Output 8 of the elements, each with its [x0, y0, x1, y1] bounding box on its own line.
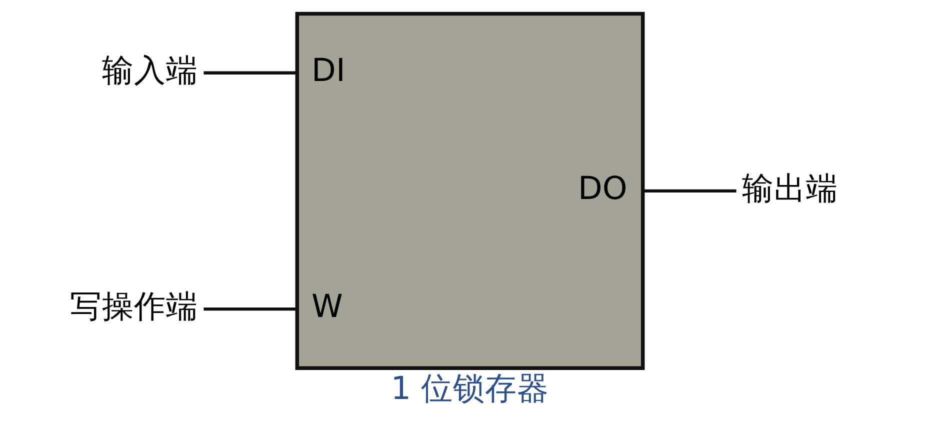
connector [203, 307, 297, 311]
connector [203, 71, 297, 74]
node-text: 输入端 [101, 52, 198, 89]
connector [642, 189, 736, 193]
node-box: DI DO W [294, 12, 644, 370]
node-text: 输出端 [742, 171, 838, 208]
node-text: 写操作端 [69, 289, 198, 326]
caption: 1 位锁存器 [390, 371, 549, 408]
